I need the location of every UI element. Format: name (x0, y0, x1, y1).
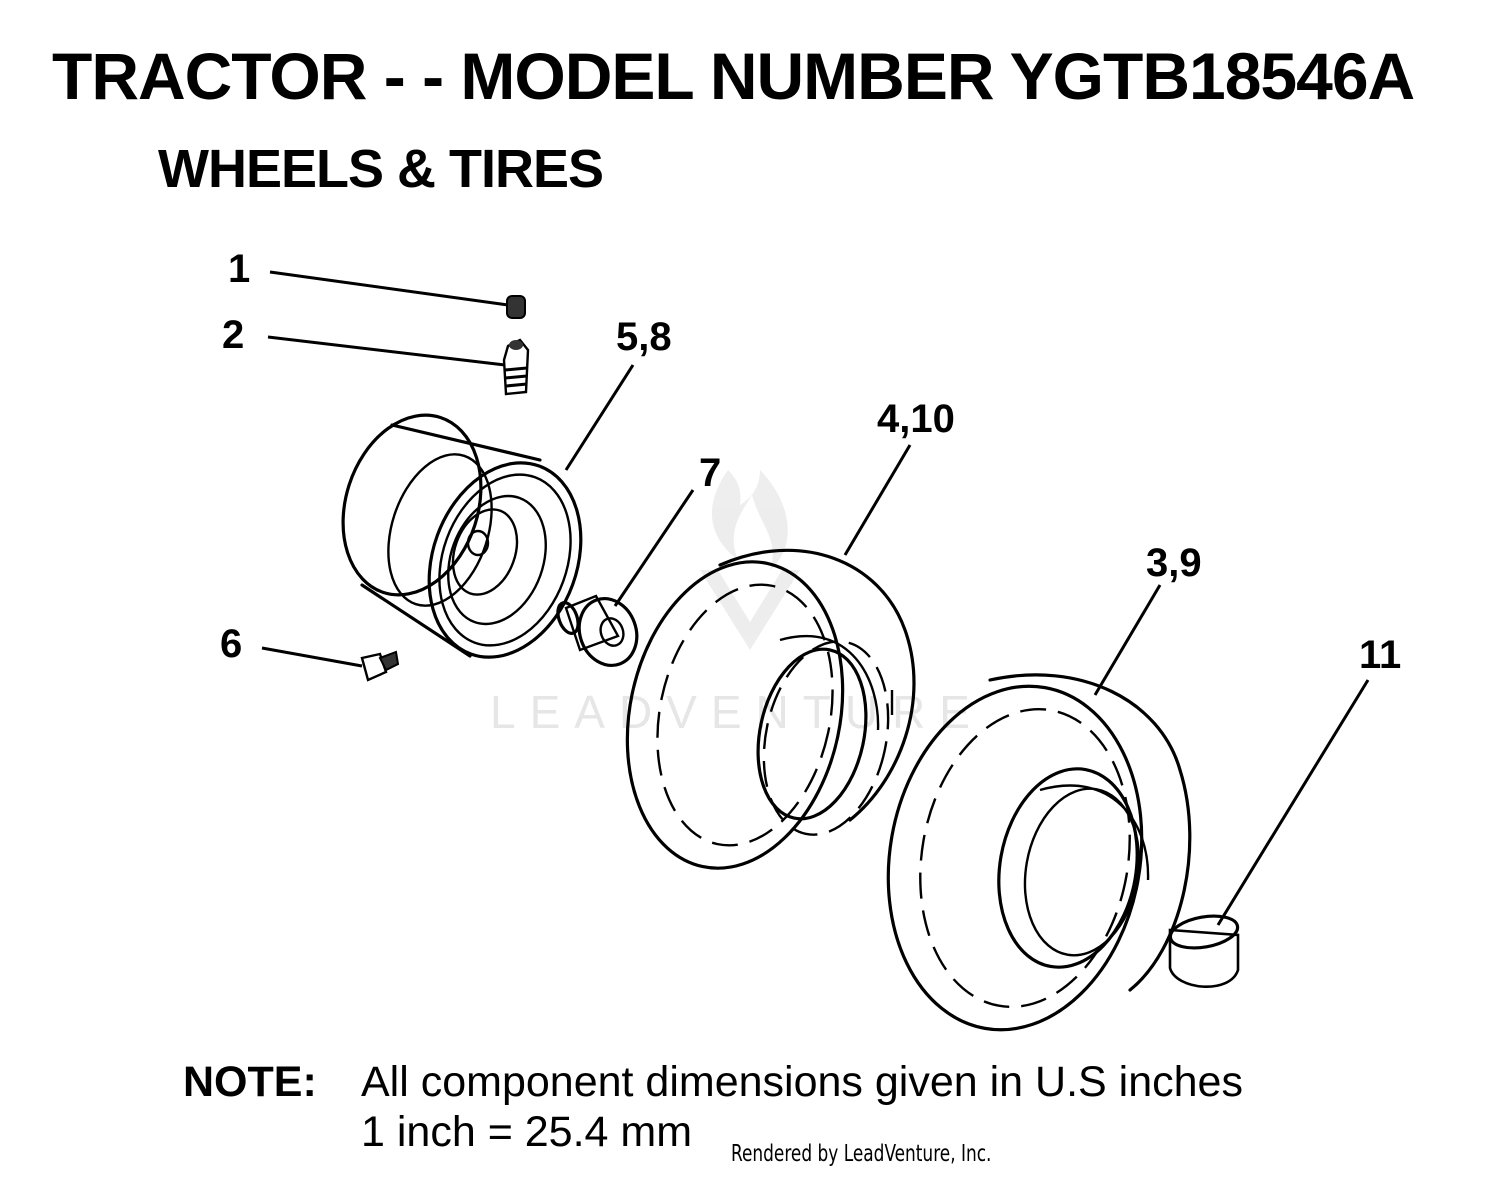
callout-6: 6 (220, 622, 242, 666)
callout-2: 2 (222, 313, 244, 357)
part-5-8-wheel-rim (341, 364, 635, 659)
watermark-text: LEADVENTURE (490, 686, 984, 738)
part-2-valve-stem (267, 335, 530, 396)
part-6-grease-fitting (261, 646, 400, 682)
render-credit: Rendered by LeadVenture, Inc. (731, 1141, 992, 1167)
part-1-valve-cap (269, 270, 526, 319)
note-label: NOTE: (183, 1058, 317, 1106)
section-title: WHEELS & TIRES (158, 139, 604, 199)
part-7-bushing (556, 489, 695, 667)
callout-11: 11 (1359, 633, 1401, 677)
callout-1: 1 (228, 247, 250, 291)
callout-3-9: 3,9 (1146, 541, 1202, 585)
part-11-spacer (1168, 679, 1370, 989)
note-line-1: All component dimensions given in U.S in… (361, 1058, 1243, 1106)
page-title: TRACTOR - - MODEL NUMBER YGTB18546A (52, 39, 1415, 113)
watermark-logo-icon (700, 470, 800, 650)
note-line-2: 1 inch = 25.4 mm (361, 1108, 693, 1156)
dimension-note: NOTE: All component dimensions given in U… (183, 1058, 1243, 1106)
callout-4-10: 4,10 (877, 397, 955, 441)
callout-7: 7 (699, 451, 721, 495)
part-4-10-tire (625, 444, 916, 870)
callout-5-8: 5,8 (616, 315, 672, 359)
